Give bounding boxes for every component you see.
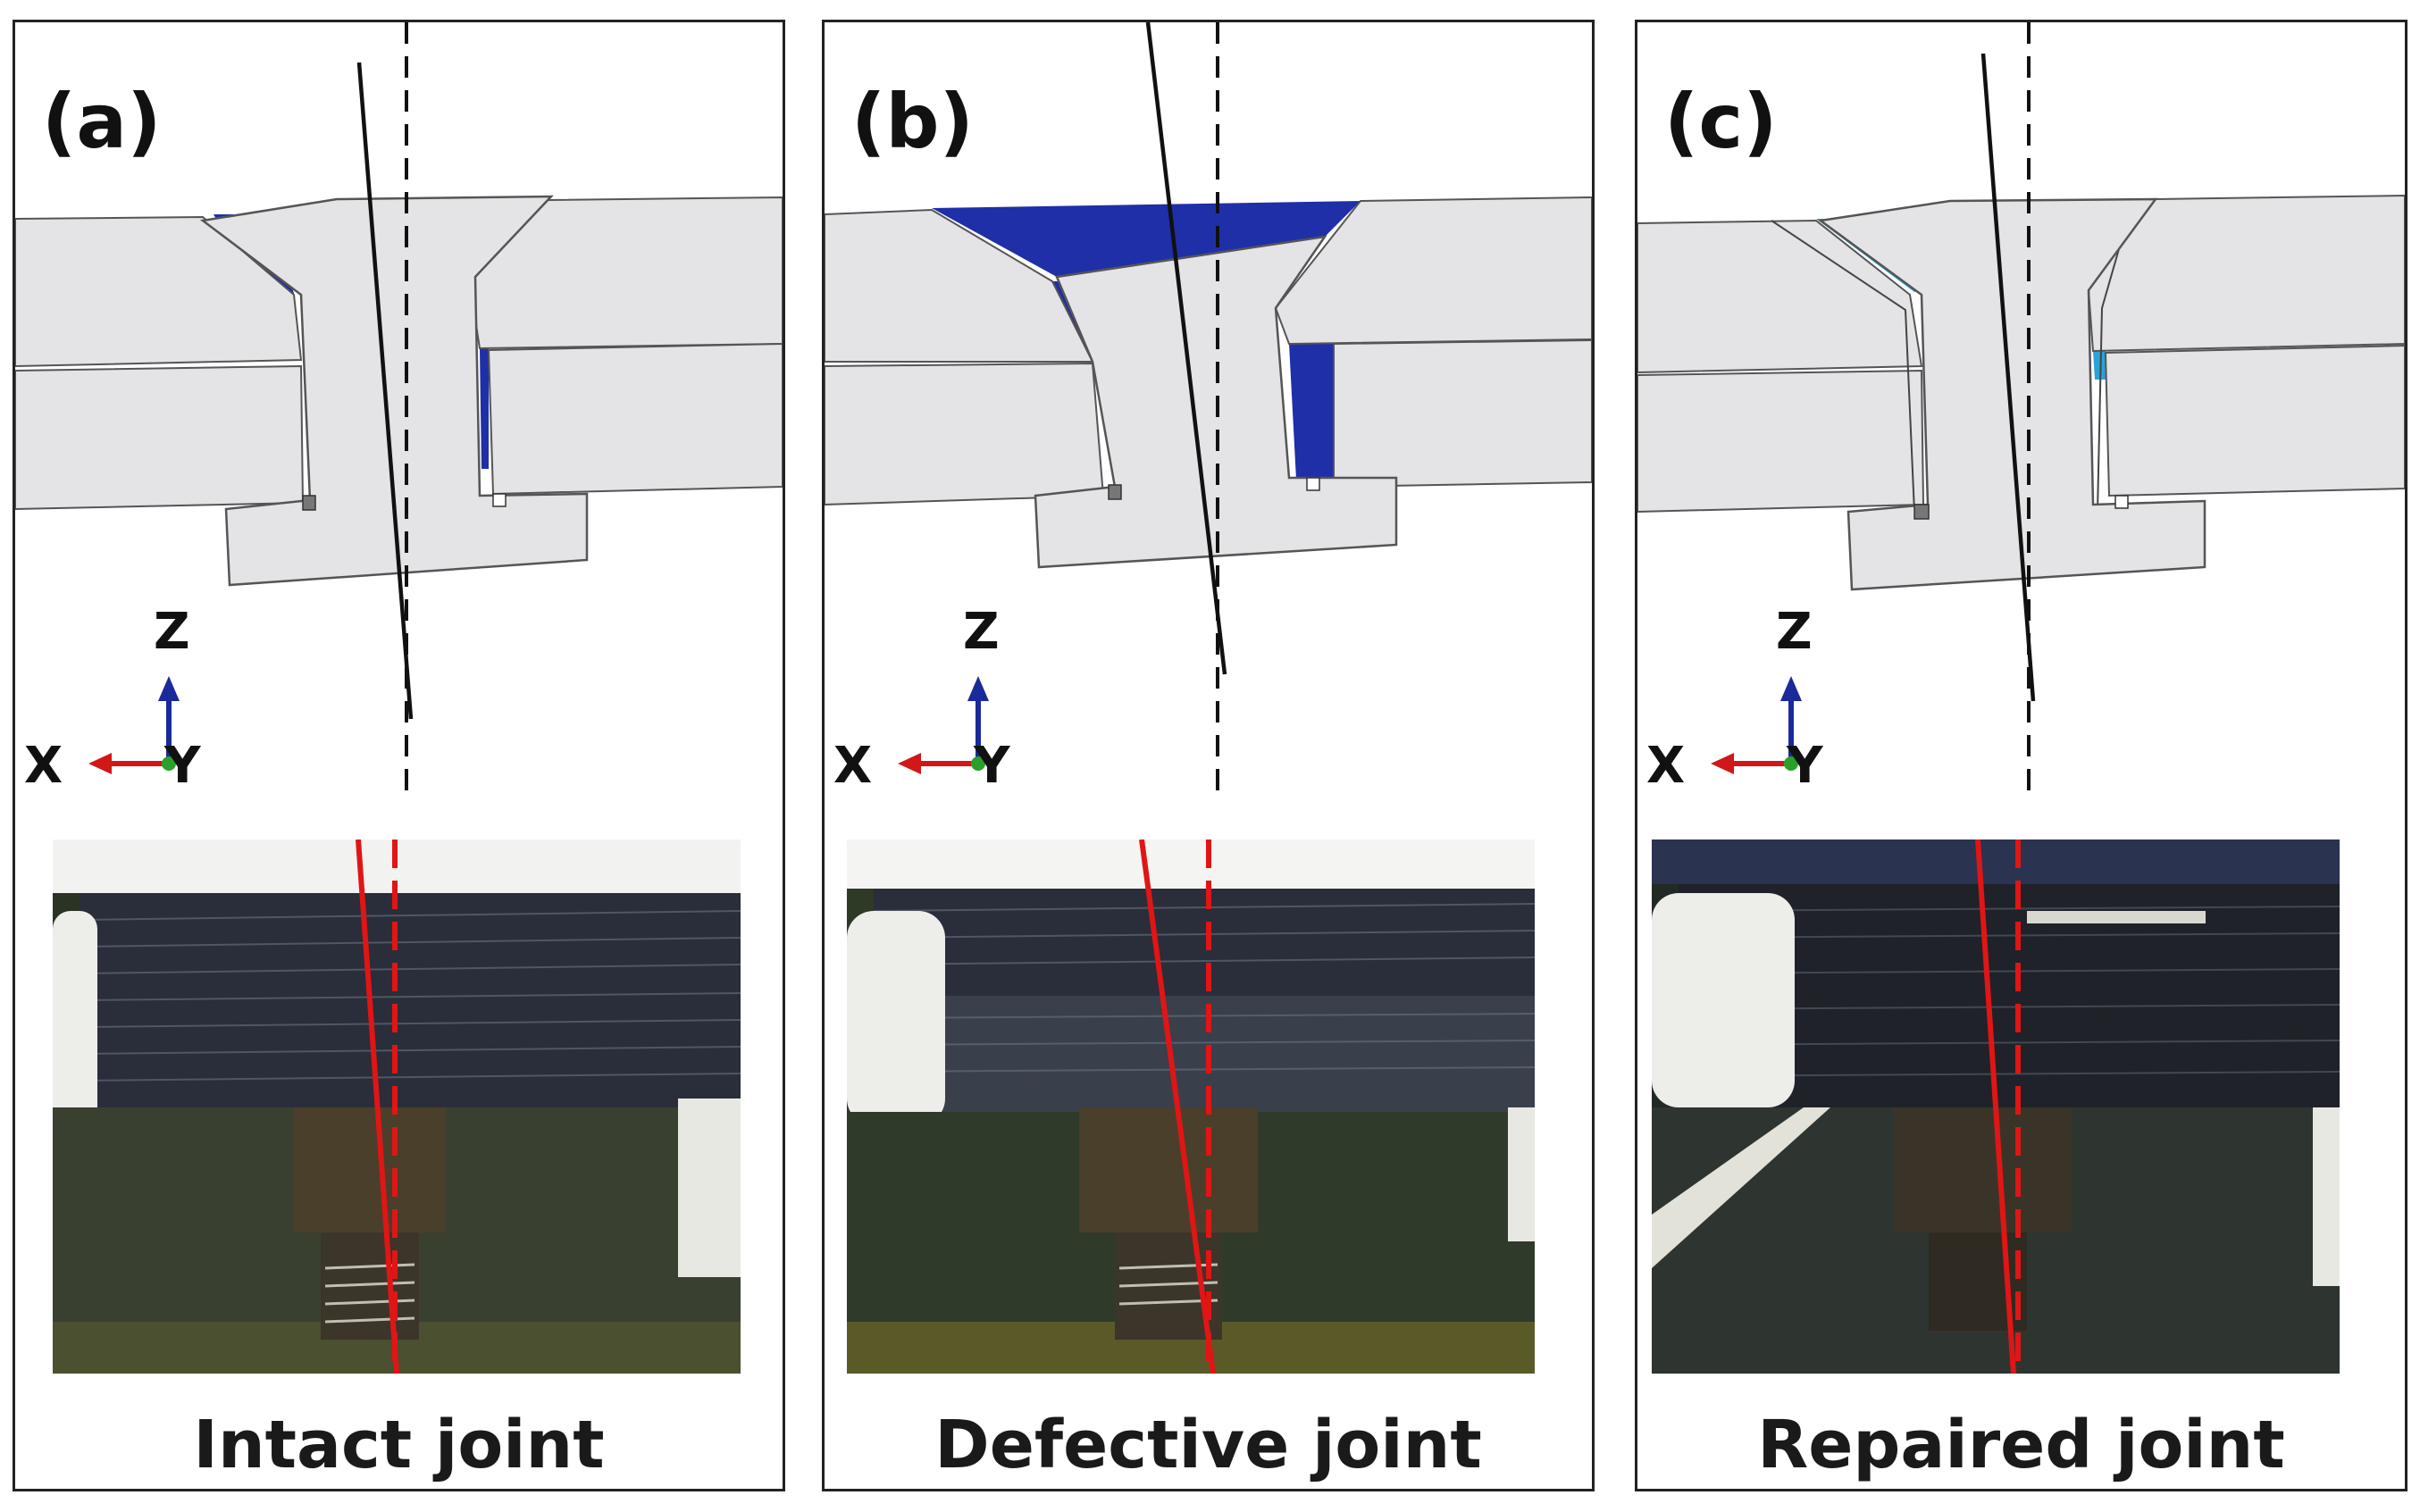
axis-label-y: Y bbox=[974, 737, 1010, 795]
lower-right-plate bbox=[487, 342, 783, 496]
gap-region bbox=[2093, 351, 2106, 380]
panel-intact: (a) Z X Y Intact bbox=[13, 20, 785, 1491]
fem-joint-model bbox=[15, 22, 783, 799]
tilt-line bbox=[1980, 53, 2036, 702]
axis-label-x: X bbox=[1646, 737, 1686, 795]
tilt-line bbox=[1145, 22, 1227, 675]
tilt-line bbox=[356, 62, 414, 720]
bolt-profile bbox=[1817, 197, 2206, 591]
photo-tilt-line bbox=[356, 840, 399, 1374]
upper-left-plate bbox=[825, 208, 1094, 363]
gap-region bbox=[480, 348, 489, 469]
joint-photo bbox=[847, 840, 1535, 1374]
axis-label-x: X bbox=[24, 737, 63, 795]
joint-photo bbox=[1652, 840, 2340, 1374]
gap-region bbox=[1289, 344, 1334, 480]
fem-joint-model bbox=[1637, 22, 2405, 799]
bolt-profile bbox=[199, 195, 589, 587]
panel-letter: (c) bbox=[1664, 78, 1778, 165]
upper-left-plate bbox=[1637, 219, 1923, 374]
axis-label-y: Y bbox=[1787, 737, 1823, 795]
panel-caption: Repaired joint bbox=[1757, 1407, 2285, 1483]
axis-label-z: Z bbox=[963, 603, 1000, 661]
lower-right-plate bbox=[1333, 338, 1592, 489]
lower-right-plate bbox=[2104, 344, 2405, 497]
photo-tilt-line bbox=[1975, 840, 2016, 1374]
axis-label-x: X bbox=[833, 737, 873, 795]
joint-photo bbox=[53, 840, 741, 1374]
panel-repaired: (c) Z X Y Repaired joint bbox=[1635, 20, 2407, 1491]
axis-label-z: Z bbox=[1776, 603, 1813, 661]
panel-caption: Defective joint bbox=[934, 1407, 1482, 1483]
panel-caption: Intact joint bbox=[193, 1407, 605, 1483]
photo-tilt-line bbox=[1139, 840, 1216, 1374]
axis-label-z: Z bbox=[154, 603, 190, 661]
panel-letter: (b) bbox=[851, 78, 974, 165]
panel-letter: (a) bbox=[42, 78, 162, 165]
lower-left-plate bbox=[15, 364, 305, 511]
lower-left-plate bbox=[1637, 369, 1925, 514]
axis-label-y: Y bbox=[164, 737, 201, 795]
fem-joint-model bbox=[825, 22, 1592, 799]
panel-defective: (b) Z X Y Defective bbox=[822, 20, 1595, 1491]
lower-left-plate bbox=[825, 362, 1105, 506]
gap-region bbox=[932, 201, 1361, 277]
upper-left-plate bbox=[15, 215, 303, 368]
